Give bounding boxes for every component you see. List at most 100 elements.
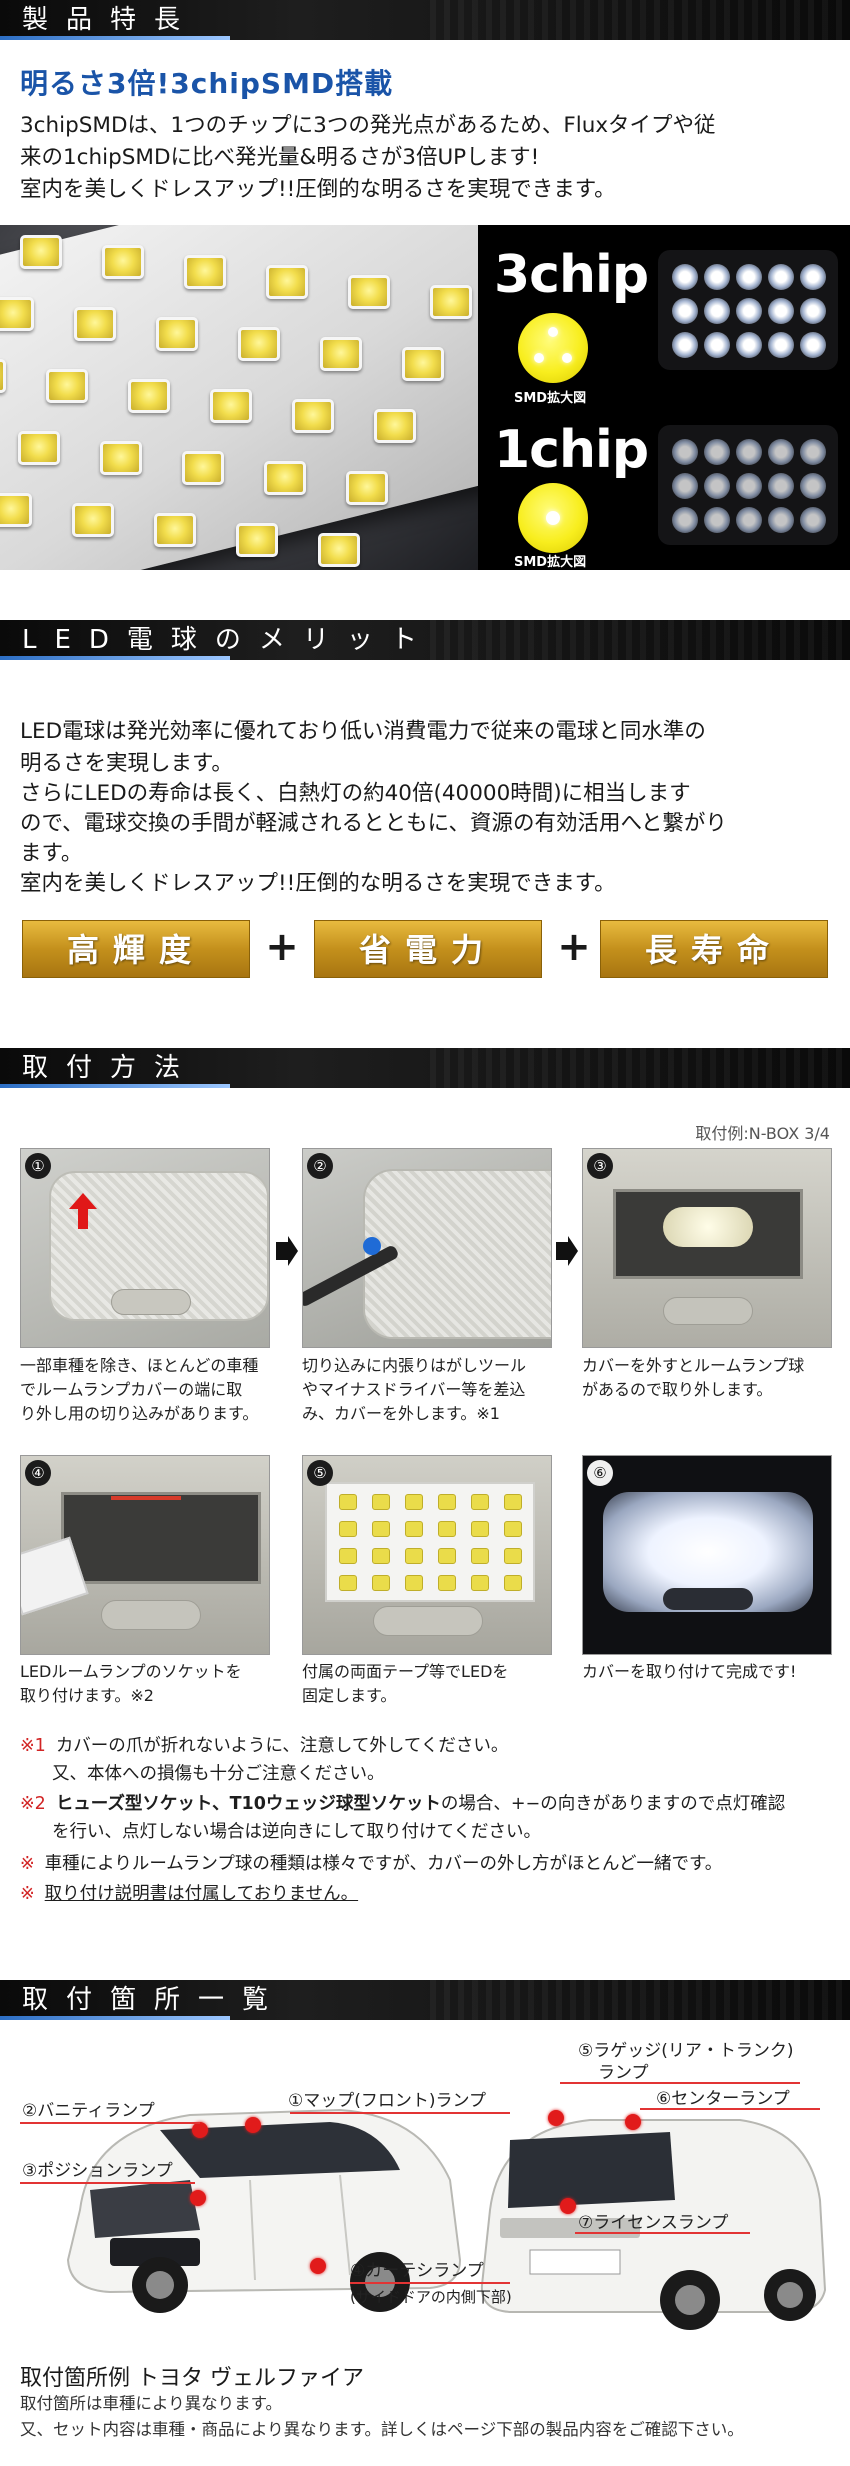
emitter-dot-icon	[534, 353, 544, 363]
led-light-icon	[736, 507, 762, 533]
location-dot-vanity	[192, 2122, 208, 2138]
smd-chip-icon	[0, 359, 6, 393]
smd-chip-icon	[20, 235, 62, 269]
van-front-icon	[66, 2108, 462, 2313]
smd-chip-icon	[471, 1521, 489, 1537]
wire-red	[111, 1496, 181, 1500]
smd-chip-icon	[72, 503, 114, 537]
smd-chip-icon	[372, 1575, 390, 1591]
smd-chip-icon	[372, 1548, 390, 1564]
callout-line	[640, 2108, 820, 2110]
led-light-icon	[672, 507, 698, 533]
smd-chip-icon	[471, 1575, 489, 1591]
smd-chip-icon	[374, 409, 416, 443]
compare-label-1chip: 1chip	[494, 420, 649, 480]
led-light-icon	[800, 473, 826, 499]
smd-chip-icon	[339, 1521, 357, 1537]
step-line: 切り込みに内張りはがしツール	[302, 1356, 527, 1375]
lamp-switch	[663, 1297, 753, 1325]
note-2b: を行い、点灯しない場合は逆向きにして取り付けてください。	[52, 1818, 541, 1846]
badge-long-life: 長寿命	[600, 920, 828, 978]
smd-chip-icon	[264, 461, 306, 495]
note-text: 取り付け説明書は付属しておりません。	[44, 1884, 359, 1904]
led-light-icon	[704, 439, 730, 465]
section-title: LED電球のメリット	[22, 625, 435, 655]
note-text: の場合、+−の向きがありますので点灯確認	[440, 1794, 786, 1814]
callout-line	[575, 2232, 750, 2234]
step-6-text: カバーを取り付けて完成です!	[582, 1660, 842, 1684]
step-line: カバーを外すとルームランプ球	[582, 1356, 805, 1375]
step-line: み、カバーを外します。※1	[302, 1404, 500, 1423]
led-light-icon	[800, 507, 826, 533]
step-1-text: 一部車種を除き、ほとんどの車種 でルームランプカバーの端に取 り外し用の切り込み…	[20, 1354, 280, 1426]
smd-chip-icon	[339, 1494, 357, 1510]
callout-line	[290, 2112, 510, 2114]
screwdriver-tip	[363, 1237, 381, 1255]
location-dot-luggage	[548, 2110, 564, 2126]
band-accent	[0, 1084, 230, 1088]
callout-courtesy-sub: (サイドドアの内側下部)	[350, 2288, 512, 2306]
led-light-icon	[736, 332, 762, 358]
merits-line: ので、電球交換の手間が軽減されるとともに、資源の有効活用へと繋がり	[20, 811, 727, 836]
section-title: 取付方法	[22, 1053, 199, 1083]
merits-line: 室内を美しくドレスアップ!!圧倒的な明るさを実現できます。	[20, 871, 616, 896]
note-mark: ※1	[20, 1736, 46, 1756]
section-band-locations: 取付箇所一覧	[0, 1980, 850, 2020]
smd-chip-icon	[405, 1575, 423, 1591]
step-line: 一部車種を除き、ほとんどの車種	[20, 1356, 259, 1375]
note-text: 車種によりルームランプ球の種類は様々ですが、カバーの外し方がほとんど一緒です。	[44, 1854, 723, 1874]
led-light-icon	[768, 473, 794, 499]
callout-line	[560, 2082, 800, 2084]
smd-chip-icon	[339, 1575, 357, 1591]
lamp-switch	[101, 1600, 201, 1630]
callout-line	[20, 2122, 200, 2124]
merits-line: LED電球は発光効率に優れており低い消費電力で従来の電球と同水準の	[20, 719, 706, 744]
step-line: 付属の両面テープ等でLEDを	[302, 1662, 509, 1681]
emitter-dot-icon	[548, 327, 558, 337]
step-4-image: ④	[20, 1455, 270, 1655]
led-light-icon	[672, 298, 698, 324]
emitter-dot-icon	[546, 511, 560, 525]
smd-chip-icon	[471, 1548, 489, 1564]
callout-line	[350, 2282, 510, 2284]
smd-chip-icon	[156, 317, 198, 351]
footer-note: 又、セット内容は車種・商品により異なります。詳しくはページ下部の製品内容をご確認…	[20, 2420, 744, 2439]
note-3: ※車種によりルームランプ球の種類は様々ですが、カバーの外し方がほとんど一緒です。	[20, 1850, 722, 1878]
smd-chip-icon	[100, 441, 142, 475]
location-dot-position	[190, 2190, 206, 2206]
location-example-title: 取付箇所例 トヨタ ヴェルファイア	[20, 2366, 364, 2391]
callout-line	[20, 2182, 195, 2184]
smd-chip-icon	[184, 255, 226, 289]
led-light-icon	[768, 439, 794, 465]
up-arrow-icon	[69, 1193, 97, 1229]
smd-chip-icon	[102, 245, 144, 279]
led-light-icon	[672, 473, 698, 499]
plus-sign: +	[265, 924, 299, 970]
step-2-text: 切り込みに内張りはがしツール やマイナスドライバー等を差込 み、カバーを外します…	[302, 1354, 562, 1426]
smd-chip-icon	[320, 337, 362, 371]
features-line: 来の1chipSMDに比べ発光量&明るさが3倍UPします!	[20, 145, 540, 170]
led-light-icon	[704, 473, 730, 499]
step-2-image: ②	[302, 1148, 552, 1348]
smd-chip-icon	[74, 307, 116, 341]
led-light-icon	[800, 332, 826, 358]
smd-chip-icon	[405, 1494, 423, 1510]
smd-chip-icon	[504, 1494, 522, 1510]
footer-note: 取付箇所は車種により異なります。	[20, 2394, 283, 2413]
smd-chip-icon	[339, 1548, 357, 1564]
led-1chip-glow	[658, 425, 838, 545]
led-light-icon	[672, 264, 698, 290]
smd-chip-icon	[438, 1575, 456, 1591]
smd-chip-icon	[405, 1548, 423, 1564]
smd-chip-icon	[0, 297, 34, 331]
smd-chip-icon	[372, 1521, 390, 1537]
section-title: 取付箇所一覧	[22, 1985, 287, 2015]
smd-chip-icon	[238, 327, 280, 361]
lamp-housing	[61, 1492, 261, 1584]
step-line: り外し用の切り込みがあります。	[20, 1404, 259, 1423]
callout-map: ①マップ(フロント)ランプ	[288, 2091, 486, 2111]
step-number: ③	[587, 1153, 613, 1179]
led-board-photo	[0, 225, 478, 570]
note-1b: 又、本体への損傷も十分ご注意ください。	[52, 1760, 385, 1788]
